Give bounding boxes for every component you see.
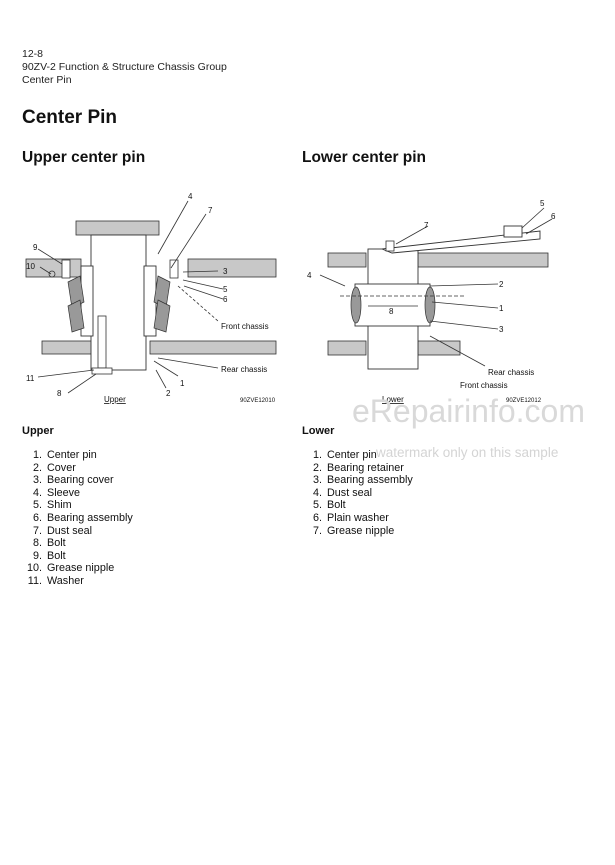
upper-center-pin-figure: 9 10 4 7 3 5 6 Front chassis Rear chassi…: [18, 186, 280, 408]
lower-callout-6: 6: [551, 212, 556, 221]
list-item: 9.Bolt: [32, 549, 66, 562]
upper-callout-9: 9: [33, 243, 38, 252]
list-item: 10.Grease nipple: [26, 562, 115, 575]
list-item: 6.Bearing assembly: [32, 511, 133, 524]
upper-figure-svg: 9 10 4 7 3 5 6 Front chassis Rear chassi…: [25, 192, 277, 404]
upper-callout-5: 5: [223, 285, 228, 294]
upper-parts-list: 1.Center pin 2.Cover 3.Bearing cover 4.S…: [22, 449, 133, 588]
watermark-note: watermark only on this sample: [376, 445, 559, 460]
page-number: 12-8: [22, 48, 44, 60]
list-item: 11.Washer: [27, 574, 84, 587]
lower-figure-caption: Lower: [382, 395, 404, 404]
lower-subtitle: Lower center pin: [302, 149, 427, 166]
list-item: 7.Grease nipple: [312, 524, 395, 537]
upper-callout-1: 1: [180, 379, 185, 388]
upper-callout-6: 6: [223, 295, 228, 304]
lower-list-title: Lower: [302, 425, 335, 437]
lower-parts-list: 1.Center pin 2.Bearing retainer 3.Bearin…: [302, 449, 413, 537]
lower-figure-code: 90ZVE12012: [506, 398, 542, 404]
lower-callout-2: 2: [499, 280, 504, 289]
list-item: 4.Sleeve: [32, 486, 81, 499]
upper-figure-code: 90ZVE12010: [240, 398, 276, 404]
upper-callout-10: 10: [26, 262, 35, 271]
watermark-brand: eRepairinfo.com: [352, 393, 585, 429]
lower-figure-svg: 7 5 6 4 2 1 3 8 Rear chassis Front chass…: [307, 199, 556, 404]
upper-list-title: Upper: [22, 425, 54, 437]
upper-subtitle: Upper center pin: [22, 149, 146, 166]
upper-callout-7: 7: [208, 206, 213, 215]
lower-front-chassis-label: Front chassis: [460, 381, 508, 390]
list-item: 4.Dust seal: [312, 486, 373, 499]
upper-callout-8: 8: [57, 389, 62, 398]
lower-rear-chassis-label: Rear chassis: [488, 368, 534, 377]
list-item: 6.Plain washer: [312, 511, 389, 524]
list-item: 2.Cover: [32, 461, 76, 474]
list-item: 3.Bearing cover: [32, 474, 114, 487]
list-item: 1.Center pin: [32, 449, 97, 461]
upper-callout-4: 4: [188, 192, 193, 201]
page-title: Center Pin: [22, 107, 118, 128]
list-item: 2.Bearing retainer: [312, 461, 404, 474]
lower-callout-8: 8: [389, 307, 394, 316]
upper-rear-chassis-label: Rear chassis: [221, 365, 267, 374]
manual-title: 90ZV-2 Function & Structure Chassis Grou…: [22, 61, 227, 73]
list-item: 5.Bolt: [312, 499, 346, 512]
upper-figure-caption: Upper: [104, 395, 126, 404]
lower-callout-4: 4: [307, 271, 312, 280]
upper-callout-3: 3: [223, 267, 228, 276]
page-header: 12-8 90ZV-2 Function & Structure Chassis…: [22, 48, 227, 87]
list-item: 8.Bolt: [32, 537, 66, 550]
lower-callout-1: 1: [499, 304, 504, 313]
list-item: 3.Bearing assembly: [312, 474, 413, 487]
lower-callout-5: 5: [540, 199, 545, 208]
lower-callout-7: 7: [424, 221, 429, 230]
list-item: 7.Dust seal: [32, 524, 93, 537]
upper-callout-2: 2: [166, 389, 171, 398]
upper-front-chassis-label: Front chassis: [221, 322, 269, 331]
section-title: Center Pin: [22, 74, 72, 86]
upper-callout-11: 11: [26, 374, 35, 383]
lower-center-pin-figure: 7 5 6 4 2 1 3 8 Rear chassis Front chass…: [300, 186, 560, 408]
list-item: 5.Shim: [32, 499, 72, 512]
list-item: 1.Center pin: [312, 449, 377, 461]
lower-callout-3: 3: [499, 325, 504, 334]
